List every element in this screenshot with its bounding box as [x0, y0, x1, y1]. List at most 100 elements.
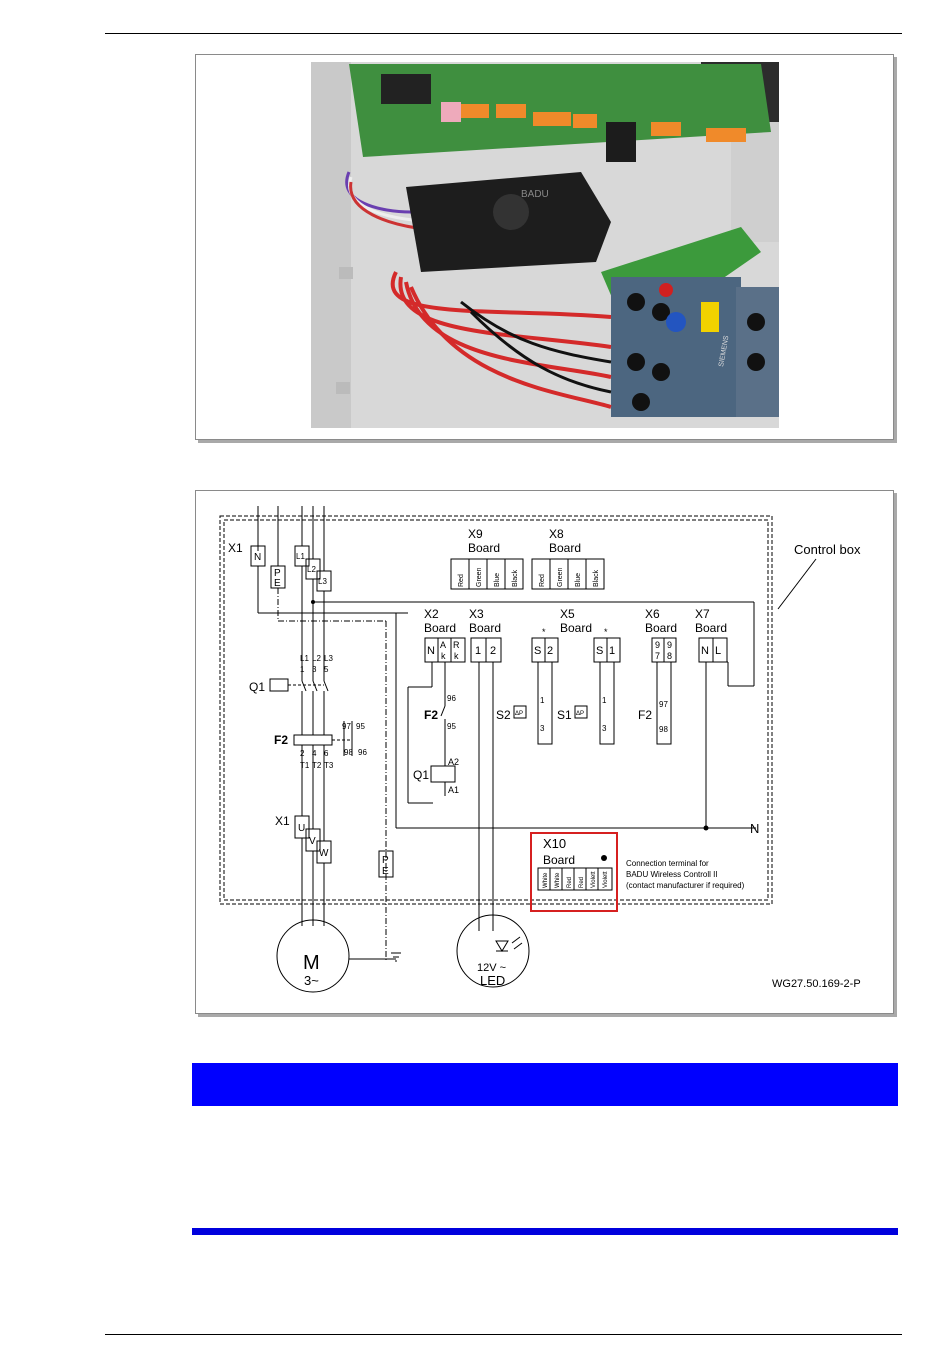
f2-96: 96 [358, 748, 367, 757]
x5-star: * [542, 627, 546, 637]
f2-95: 95 [356, 722, 365, 731]
l3-box: L3 [318, 577, 327, 586]
u-terminal: U [298, 823, 305, 834]
f2-label-left: F2 [274, 733, 288, 747]
q1-c5: 5 [324, 665, 329, 674]
x10-pin: Red [579, 877, 585, 888]
t2-label: T2 [312, 761, 322, 770]
x8-pin: Red [539, 574, 546, 587]
x6-97: 97 [659, 700, 668, 709]
l1-box: L1 [296, 552, 305, 561]
x6-pin: 9 [667, 640, 672, 650]
x3-sub: Board [469, 621, 501, 635]
x5-name: X5 [560, 607, 575, 621]
section-banner [192, 1063, 898, 1106]
x2-name: X2 [424, 607, 439, 621]
q1-l1: L1 [300, 654, 309, 663]
x10-pin: Violett [603, 871, 609, 888]
drawing-number: WG27.50.169-2-P [772, 978, 861, 990]
q1-l2: L2 [312, 654, 321, 663]
x1-label: X1 [228, 541, 243, 555]
x10-pin: White [555, 872, 561, 888]
f2-97: 97 [342, 722, 351, 731]
x5-star: * [604, 627, 608, 637]
n-bus-label: N [750, 821, 759, 836]
x10-note-line: Connection terminal for [626, 859, 709, 868]
x2-pin: N [427, 645, 435, 657]
pe-p: P [274, 568, 281, 579]
control-box-label: Control box [794, 542, 861, 557]
x9-pin: Black [512, 569, 519, 587]
l2-box: L2 [307, 565, 316, 574]
x9-pin: Red [458, 574, 465, 587]
x10-note-line: (contact manufacturer if required) [626, 881, 745, 890]
x3-pin: 1 [475, 645, 481, 657]
pe2-p: P [382, 855, 389, 866]
q1-c1: 1 [300, 665, 305, 674]
s1-c1: 1 [602, 696, 607, 705]
motor-phase: 3~ [304, 973, 319, 988]
x9-name: X9 [468, 527, 483, 541]
x5-pin: 1 [609, 645, 615, 657]
x8-name: X8 [549, 527, 564, 541]
section-bar [192, 1228, 898, 1235]
x2-sub: Board [424, 621, 456, 635]
x8-pin: Blue [575, 573, 582, 587]
x2-pin: k [454, 651, 459, 661]
q1-l3: L3 [324, 654, 333, 663]
pe-e: E [274, 578, 281, 589]
t1-label: T1 [300, 761, 310, 770]
x10-note-line: BADU Wireless Controll II [626, 870, 718, 879]
f2-label-ctrl: F2 [424, 708, 438, 722]
control-box-photo: BADU SIEMENS [311, 62, 779, 428]
x2-pin: k [441, 651, 446, 661]
x6-sub: Board [645, 621, 677, 635]
x8-pin: Black [593, 569, 600, 587]
x3-pin: 2 [490, 645, 496, 657]
x8-sub: Board [549, 541, 581, 555]
x8-pin: Green [557, 567, 564, 587]
wiring-diagram-figure: Control box X1 N P E L1 L2 L3 L1 L2 L3 1… [195, 490, 894, 1014]
x7-pin: L [715, 645, 721, 657]
x2-pin: R [453, 640, 460, 650]
t3-label: T3 [324, 761, 334, 770]
x10-pin: Red [567, 877, 573, 888]
q1-c3: 3 [312, 665, 317, 674]
x7-pin: N [701, 645, 709, 657]
s2-label: S2 [496, 708, 511, 722]
v-terminal: V [309, 836, 316, 847]
wiring-diagram: Control box X1 N P E L1 L2 L3 L1 L2 L3 1… [219, 506, 861, 993]
x5-pin: 2 [547, 645, 553, 657]
footer-rule [105, 1334, 902, 1335]
s2-c3: 3 [540, 724, 545, 733]
x5-sub: Board [560, 621, 592, 635]
s1-dp: ΔP [576, 711, 584, 717]
motor-m: M [303, 952, 320, 974]
x9-sub: Board [468, 541, 500, 555]
x10-pin: Violett [591, 871, 597, 888]
x7-sub: Board [695, 621, 727, 635]
s1-c3: 3 [602, 724, 607, 733]
f2-c4: 4 [312, 749, 317, 758]
f2-c2: 2 [300, 749, 305, 758]
header-rule [105, 33, 902, 34]
x10-name: X10 [543, 836, 566, 851]
x6-name: X6 [645, 607, 660, 621]
x7-name: X7 [695, 607, 710, 621]
f2-98: 98 [344, 748, 353, 757]
coil-a1: A1 [448, 785, 459, 795]
x10-sub: Board [543, 853, 575, 867]
x6-98: 98 [659, 725, 668, 734]
f2-95-ctrl: 95 [447, 722, 456, 731]
x9-pin: Green [476, 567, 483, 587]
x9-pin: Blue [494, 573, 501, 587]
x10-pin: White [543, 872, 549, 888]
f2-label-x6: F2 [638, 708, 652, 722]
n-terminal: N [254, 552, 261, 563]
x6-pin: 7 [655, 651, 660, 661]
s2-dp: ΔP [515, 711, 523, 717]
coil-a2: A2 [448, 757, 459, 767]
q1-coil-label: Q1 [413, 768, 429, 782]
led-label: LED [480, 973, 505, 988]
badu-brand-text: BADU [521, 189, 549, 200]
